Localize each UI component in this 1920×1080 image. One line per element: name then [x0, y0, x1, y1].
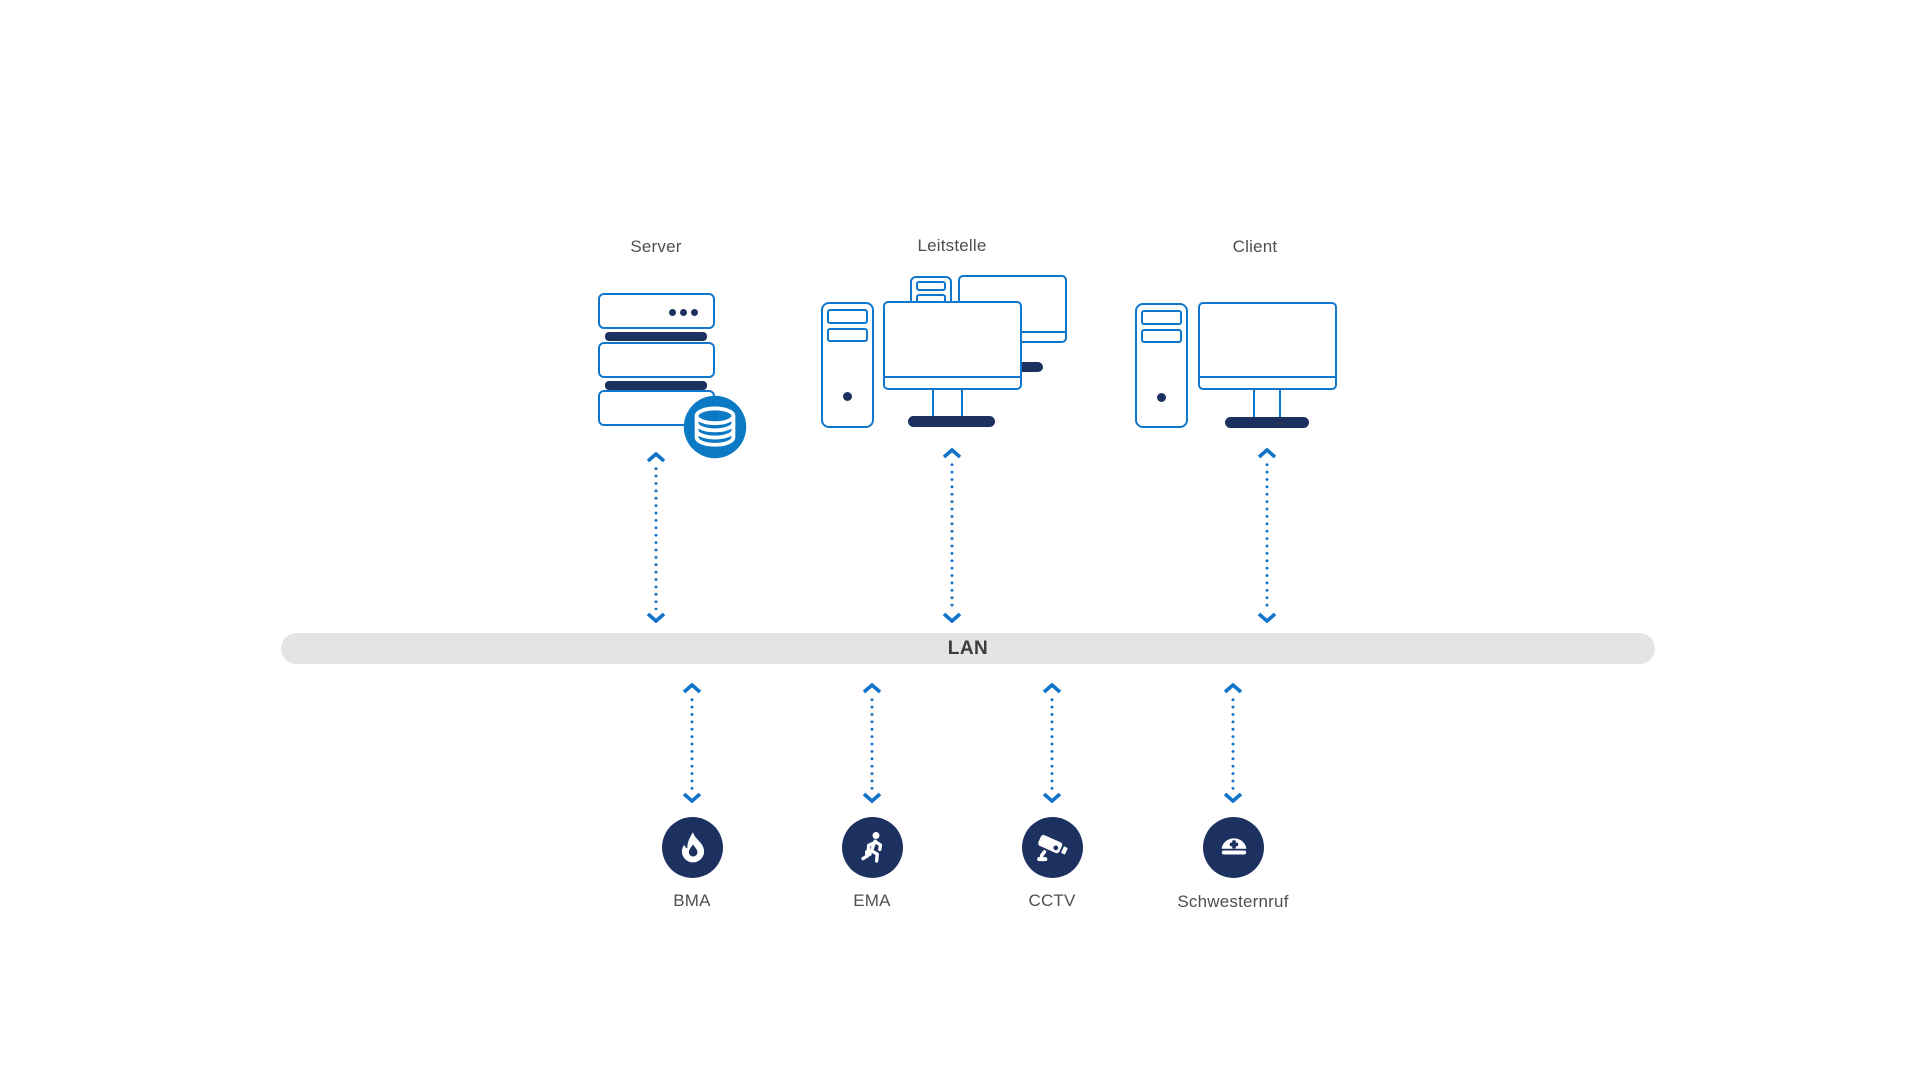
client-label: Client	[1232, 237, 1278, 256]
monitor-base	[1225, 417, 1309, 428]
bma-label: BMA	[673, 891, 711, 910]
database-icon	[683, 395, 747, 459]
lan-label: LAN	[947, 637, 989, 659]
running-person-icon	[860, 831, 882, 863]
arrow-lan-ema	[861, 683, 883, 803]
arrow-lan-schwesternruf	[1222, 683, 1244, 803]
bma-node	[662, 817, 723, 878]
tower-pc-icon	[1135, 303, 1188, 428]
flame-icon	[681, 831, 704, 862]
cctv-node	[1022, 817, 1083, 878]
tower-pc-icon	[821, 302, 874, 428]
ema-label: EMA	[853, 891, 891, 910]
monitor-stand	[1253, 390, 1281, 417]
arrow-lan-bma	[681, 683, 703, 803]
ema-node	[842, 817, 903, 878]
lan-bus: LAN	[281, 633, 1655, 664]
monitor-icon	[1198, 302, 1337, 390]
schwesternruf-label: Schwesternruf	[1177, 892, 1289, 911]
monitor-stand	[932, 390, 963, 417]
cctv-camera-icon	[1036, 834, 1068, 861]
arrow-lan-cctv	[1041, 683, 1063, 803]
monitor-base	[908, 416, 995, 427]
arrow-server-lan	[645, 452, 667, 623]
schwesternruf-node	[1203, 817, 1264, 878]
leitstelle-label: Leitstelle	[917, 236, 987, 255]
front-monitor-icon	[883, 301, 1022, 390]
arrow-client-lan	[1256, 448, 1278, 623]
arrow-leitstelle-lan	[941, 448, 963, 623]
nurse-cap-icon	[1221, 837, 1246, 854]
server-label: Server	[630, 237, 682, 256]
cctv-label: CCTV	[1028, 891, 1076, 910]
